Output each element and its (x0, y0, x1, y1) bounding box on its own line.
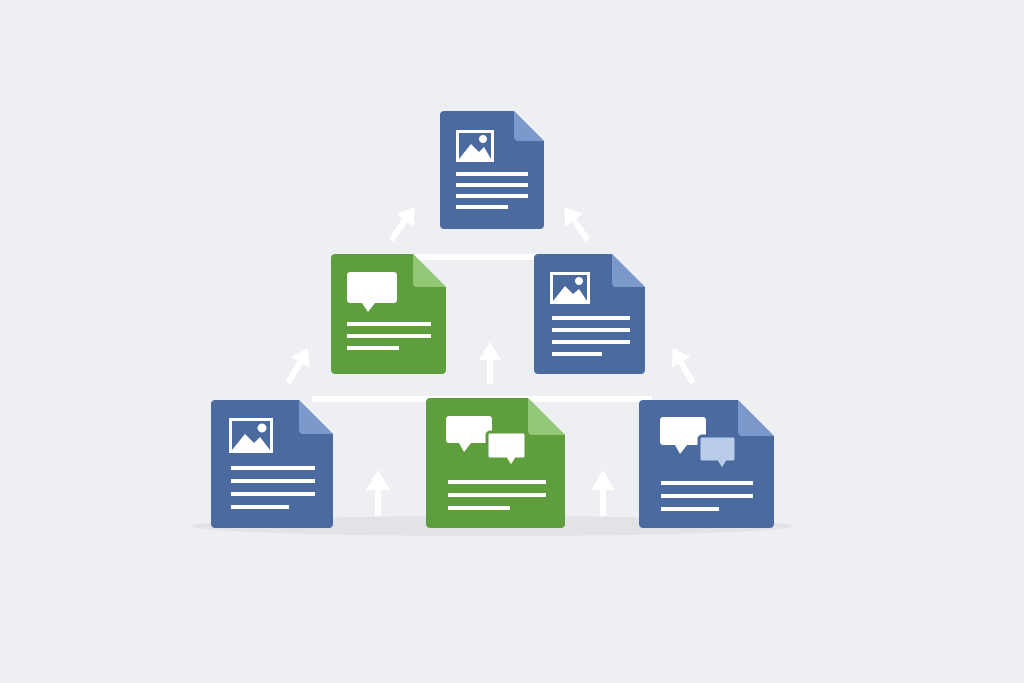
text-lines (347, 322, 431, 350)
text-lines (661, 481, 753, 511)
speech-bubbles-icon (446, 416, 528, 470)
text-lines (448, 480, 546, 510)
image-icon (550, 272, 590, 304)
arrow-mid-left (285, 348, 310, 385)
arrow-to-top-left (388, 207, 415, 242)
text-lines (552, 316, 630, 356)
doc-mid-left (331, 254, 446, 374)
text-lines (456, 172, 528, 209)
arrow-mid-right (671, 348, 696, 385)
image-icon (229, 418, 273, 453)
connector-line-top (400, 254, 540, 260)
speech-bubble-icon (347, 272, 397, 312)
arrow-mid-center (479, 342, 501, 384)
image-icon (456, 130, 494, 162)
doc-top (440, 111, 544, 229)
doc-bottom-right (639, 400, 774, 528)
text-lines (231, 466, 315, 509)
doc-bottom-center (426, 398, 565, 528)
speech-bubbles-icon (660, 417, 738, 473)
doc-mid-right (534, 254, 645, 374)
arrow-to-top-right (564, 207, 591, 242)
doc-bottom-left (211, 400, 333, 528)
arrow-bottom-right (591, 470, 615, 516)
arrow-bottom-left (366, 470, 390, 516)
